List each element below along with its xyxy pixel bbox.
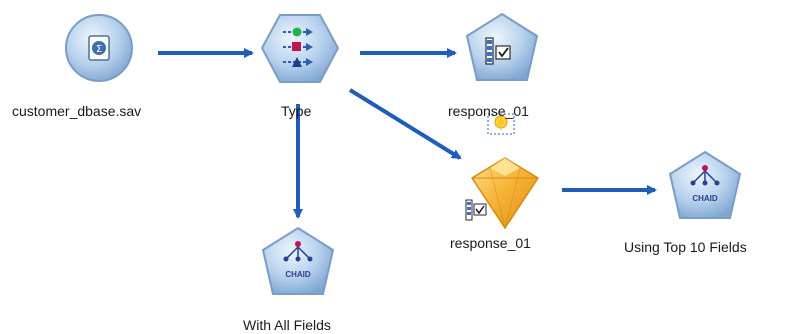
generated-marker-icon <box>487 113 515 135</box>
generated-model-nugget-icon <box>470 157 540 230</box>
chaid-badge: CHAID <box>285 270 311 279</box>
chaid-top10-label: Using Top 10 Fields <box>624 239 747 255</box>
response-model-nugget[interactable] <box>465 157 540 230</box>
response-generated-node-icon <box>485 37 511 65</box>
arrow-type-to-model[interactable] <box>348 88 462 160</box>
chaid-top10-node[interactable]: CHAID <box>668 150 742 219</box>
chaid-all-label: With All Fields <box>243 317 331 333</box>
chaid-model-icon: CHAID <box>690 165 720 203</box>
chaid-model-icon: CHAID <box>283 241 313 279</box>
type-node[interactable] <box>260 14 340 83</box>
type-node-label: Type <box>281 103 312 119</box>
response-table-node[interactable] <box>465 12 539 81</box>
response-table-label: response_01 <box>448 103 529 119</box>
chaid-badge: CHAID <box>692 194 718 203</box>
svg-text:Σ: Σ <box>96 44 102 55</box>
source-node[interactable]: Σ <box>65 14 133 82</box>
source-node-label: customer_dbase.sav <box>12 103 142 119</box>
sav-file-source-icon: Σ <box>88 35 110 61</box>
type-node-icon <box>283 27 313 67</box>
response-table-mini-icon <box>465 199 487 221</box>
response-model-label: response_01 <box>450 235 531 251</box>
chaid-all-node[interactable]: CHAID <box>261 226 335 295</box>
